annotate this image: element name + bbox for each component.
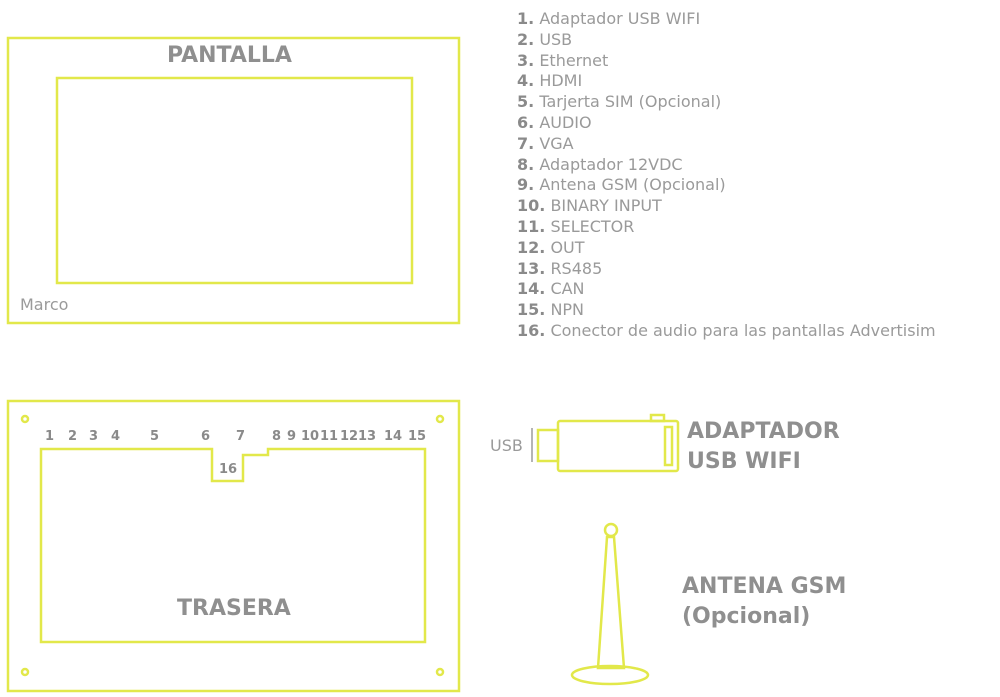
back-frame [6,399,461,693]
port-number: 11 [320,429,339,444]
screw-hole-icon [435,667,445,677]
legend-item: 6. AUDIO [517,112,592,132]
port-number: 7 [236,429,246,444]
port-number: 13 [358,429,377,444]
port-number: 4 [111,429,121,444]
front-display-area [55,76,414,285]
legend-item: 9. Antena GSM (Opcional) [517,175,726,195]
port-number: 9 [287,429,297,444]
port-number: 15 [408,429,427,444]
port-number: 5 [150,429,160,444]
usb-wifi-adapter-icon [536,413,680,473]
legend-item: 5. Tarjerta SIM (Opcional) [517,92,722,112]
legend-item: 1. Adaptador USB WIFI [517,9,701,28]
legend-item: 10. BINARY INPUT [517,196,662,216]
legend-item: 3. Ethernet [517,50,609,70]
front-title: PANTALLA [167,43,292,68]
back-title: TRASERA [177,596,291,621]
port-number: 1 [45,429,55,444]
port-number: 2 [68,429,78,444]
frame-label: Marco [20,295,69,314]
back-port-panel [39,447,427,644]
screw-hole-icon [435,414,445,424]
legend-item: 16. Conector de audio para las pantallas… [517,320,936,340]
port-number: 3 [89,429,99,444]
legend-item: 7. VGA [517,133,574,153]
screw-hole-icon [20,414,30,424]
legend-item: 15. NPN [517,300,585,320]
gsm-antenna-icon [570,522,650,686]
port-number: 12 [340,429,359,444]
legend-item: 12. OUT [517,237,585,257]
port-number: 10 [301,429,320,444]
usb-plug-label: USB [490,436,523,455]
legend-item: 14. CAN [517,279,585,299]
legend-list: 1. Adaptador USB WIFI 2. USB 3. Ethernet… [517,9,936,342]
port-number: 16 [219,462,238,477]
antenna-title-line1: ANTENA GSM [682,574,847,599]
legend-item: 13. RS485 [517,258,603,278]
legend-item: 11. SELECTOR [517,216,635,236]
screw-hole-icon [20,667,30,677]
legend-item: 8. Adaptador 12VDC [517,154,683,174]
usb-adapter-title-line1: ADAPTADOR [687,419,840,444]
usb-adapter-title-line2: USB WIFI [687,449,801,474]
legend-item: 4. HDMI [517,71,583,91]
legend-item: 2. USB [517,29,573,49]
port-number: 14 [384,429,403,444]
port-number: 6 [201,429,211,444]
front-frame [6,36,461,325]
antenna-title-line2: (Opcional) [682,604,811,629]
port-number: 8 [272,429,282,444]
